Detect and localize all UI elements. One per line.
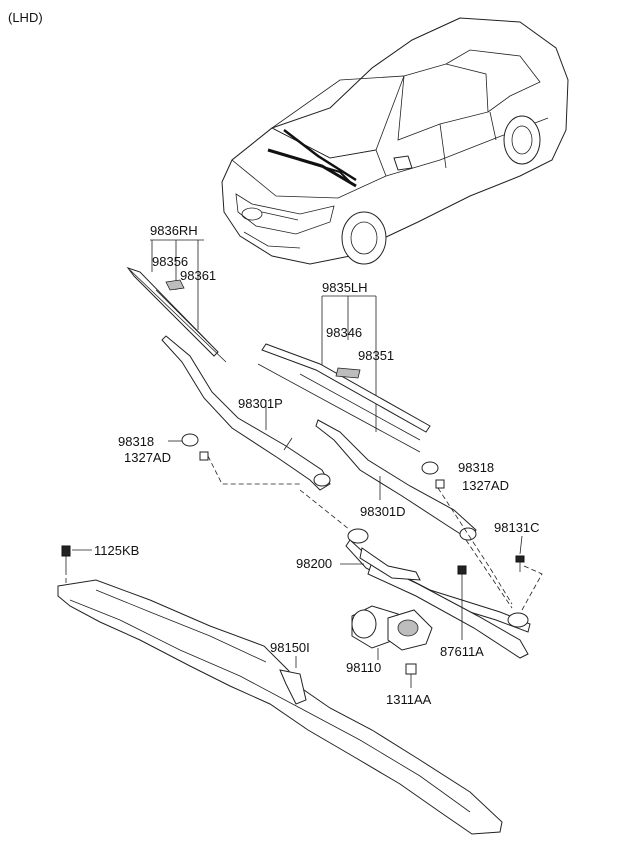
label-98318-right: 98318 — [458, 460, 494, 475]
car-illustration — [221, 17, 569, 265]
label-87611A: 87611A — [440, 644, 484, 659]
label-98351: 98351 — [358, 348, 394, 363]
blade-rh-group — [126, 239, 227, 363]
label-98110: 98110 — [346, 660, 381, 675]
label-1125KB: 1125KB — [94, 543, 139, 558]
cap-nut-left — [168, 433, 300, 485]
blade-lh-group — [257, 295, 431, 453]
cap-nut-right — [421, 461, 513, 605]
label-98200: 98200 — [296, 556, 332, 571]
variant-label: (LHD) — [8, 10, 43, 25]
label-1311AA: 1311AA — [386, 692, 432, 707]
wiper-arm-passenger — [161, 335, 331, 491]
wiper-motor — [351, 605, 433, 660]
label-9835LH: 9835LH — [322, 280, 368, 295]
label-98301P: 98301P — [238, 396, 283, 411]
label-1327AD-right: 1327AD — [462, 478, 509, 493]
label-98301D: 98301D — [360, 504, 406, 519]
wiper-linkage — [299, 489, 531, 659]
label-98150I: 98150I — [270, 640, 310, 655]
wiper-arm-driver — [315, 419, 477, 541]
label-98131C: 98131C — [494, 520, 540, 535]
label-98361: 98361 — [180, 268, 216, 283]
label-98346: 98346 — [326, 325, 362, 340]
cowl-panel — [57, 579, 503, 835]
bolt-98131C — [515, 535, 543, 611]
label-98318-left: 98318 — [118, 434, 154, 449]
label-98356: 98356 — [152, 254, 188, 269]
label-9836RH: 9836RH — [150, 223, 198, 238]
nut-1311AA — [405, 663, 417, 688]
bolt-1125KB — [61, 545, 92, 584]
label-1327AD-left: 1327AD — [124, 450, 171, 465]
grommet-87611A — [457, 565, 467, 640]
